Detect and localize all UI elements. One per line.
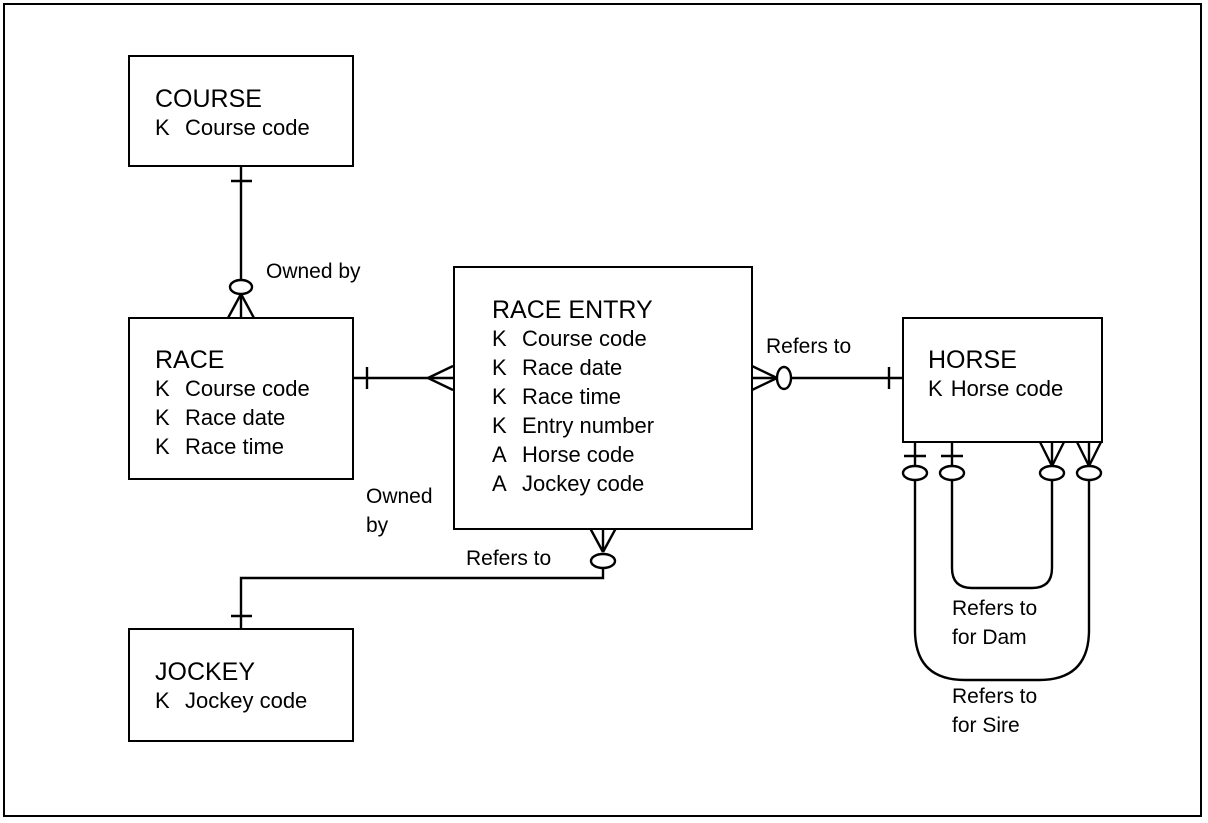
attribute-row: A Horse code [492, 440, 654, 469]
diagram-frame [3, 3, 1202, 817]
attribute-name: Horse code [950, 376, 1064, 401]
attribute-kind: K [492, 355, 507, 380]
attribute-name: Course code [522, 326, 647, 351]
label-line: Owned by [266, 260, 361, 283]
label-line: by [366, 514, 389, 537]
attribute-name: Course code [185, 376, 310, 401]
attribute-row: K Jockey code [155, 686, 307, 715]
attribute-kind: A [492, 442, 507, 467]
entity-jockey: JOCKEY K Jockey code [128, 628, 354, 742]
attribute-row: K Course code [492, 324, 654, 353]
course-race-connector [226, 167, 256, 319]
label-line: for Sire [952, 714, 1020, 737]
label-line: Owned [366, 485, 433, 508]
attribute-kind: K [155, 688, 170, 713]
attribute-row: K Race date [155, 403, 310, 432]
entity-title: RACE ENTRY [492, 296, 653, 324]
entity-title: HORSE [928, 346, 1017, 374]
attribute-name: Entry number [522, 413, 655, 438]
attribute-name: Jockey code [522, 471, 645, 496]
attribute-row: K Course code [155, 113, 310, 142]
attribute-kind: K [155, 376, 170, 401]
attribute-name: Jockey code [185, 688, 308, 713]
label-line: Refers to [952, 597, 1038, 620]
attribute-row: K Horse code [928, 374, 1063, 403]
entity-race-entry: RACE ENTRY K Course code K Race date K Race… [453, 266, 753, 530]
attribute-row: K Entry number [492, 411, 654, 440]
attribute-kind: K [155, 434, 170, 459]
entity-title: JOCKEY [155, 658, 256, 686]
attribute-name: Horse code [522, 442, 635, 467]
label-race-course: Owned by [266, 257, 361, 286]
entity-horse: HORSE K Horse code [902, 317, 1103, 443]
attribute-kind: K [155, 115, 170, 140]
label-line: Refers to [952, 685, 1038, 708]
attribute-row: K Race time [492, 382, 654, 411]
entity-race: RACE K Course code K Race date K Race time [128, 317, 354, 480]
race-entry-connector [353, 364, 454, 392]
horse-dam-loop [938, 441, 1066, 590]
label-line: Refers to [466, 547, 552, 570]
entity-title: COURSE [155, 85, 262, 113]
attribute-name: Course code [185, 115, 310, 140]
attribute-row: A Jockey code [492, 469, 654, 498]
entity-course: COURSE K Course code [128, 55, 354, 167]
entry-jockey-connector [231, 527, 618, 630]
label-horse-sire: Refers to for Sire [952, 682, 1037, 740]
attribute-kind: K [155, 405, 170, 430]
attribute-kind: K [492, 413, 507, 438]
attribute-kind: K [492, 326, 507, 351]
label-entry-race: Owned by [366, 482, 433, 540]
attribute-kind: K [928, 376, 943, 401]
attribute-name: Race date [522, 355, 623, 380]
label-entry-jockey: Refers to [466, 544, 551, 573]
attribute-kind: K [492, 384, 507, 409]
label-horse-dam: Refers to for Dam [952, 594, 1037, 652]
attribute-name: Race time [522, 384, 622, 409]
attribute-row: K Race date [492, 353, 654, 382]
horse-sire-loop [901, 441, 1103, 682]
attribute-row: K Course code [155, 374, 310, 403]
label-line: Refers to [766, 335, 852, 358]
attribute-name: Race time [185, 434, 285, 459]
attribute-name: Race date [185, 405, 286, 430]
entry-horse-connector [751, 364, 902, 392]
label-line: for Dam [952, 626, 1027, 649]
attribute-row: K Race time [155, 432, 310, 461]
label-entry-horse: Refers to [766, 332, 851, 361]
entity-title: RACE [155, 346, 225, 374]
attribute-kind: A [492, 471, 507, 496]
